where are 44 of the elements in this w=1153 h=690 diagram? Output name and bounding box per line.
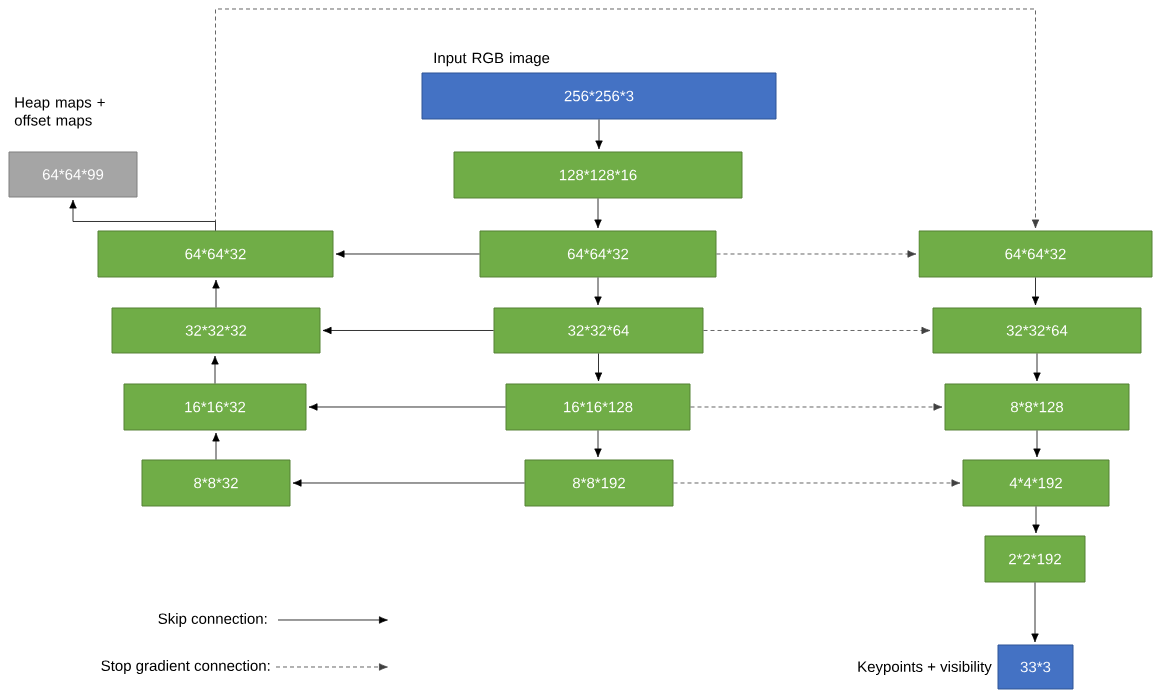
- output-label: Keypoints + visibility: [858, 661, 992, 675]
- arrow: [211, 355, 219, 384]
- layer-box: 32*32*32: [111, 307, 321, 354]
- layer-box: 16*16*32: [123, 383, 307, 431]
- legend-label: Stop gradient connection:: [101, 660, 270, 674]
- arrow: [595, 119, 603, 150]
- legend-label: Skip connection:: [158, 613, 267, 627]
- arrow: [1031, 277, 1040, 306]
- layer-box: 32*32*64: [932, 307, 1142, 354]
- layer-box: 16*16*128: [505, 383, 691, 431]
- layer-box: 32*32*64: [493, 307, 704, 354]
- arrow: [1033, 353, 1041, 382]
- arrow: [308, 403, 506, 411]
- layer-box: 33*3: [997, 644, 1074, 690]
- arrow: [594, 353, 603, 382]
- arrow: [1033, 430, 1041, 458]
- arrow: [212, 279, 220, 308]
- arrow: [1031, 582, 1039, 643]
- layer-box: 128*128*16: [453, 151, 743, 199]
- arrow: [716, 250, 917, 258]
- arrow: [335, 250, 480, 258]
- layer-box: 64*64*32: [97, 230, 334, 278]
- layer-box: 8*8*192: [524, 459, 674, 507]
- arrow: [212, 432, 220, 460]
- arrow: [594, 430, 602, 458]
- arrow: [594, 198, 602, 229]
- layer-box: 64*64*32: [918, 230, 1153, 278]
- heading-label: Heap maps + offset maps: [14, 97, 105, 129]
- layer-box: 8*8*128: [944, 383, 1130, 431]
- arrow: [322, 326, 494, 335]
- layer-box: 8*8*32: [141, 459, 291, 507]
- layer-box: 64*64*32: [479, 230, 717, 278]
- arrow: [594, 277, 602, 306]
- arrow: [703, 326, 931, 335]
- layer-box: 256*256*3: [421, 72, 777, 120]
- arrow: [673, 479, 961, 487]
- layer-box: 4*4*192: [962, 459, 1110, 507]
- arrow: [690, 403, 943, 411]
- arrow: [215, 8, 1040, 231]
- arrow: [292, 479, 525, 487]
- layer-box: 2*2*192: [984, 535, 1086, 583]
- heading-label: Input RGB image: [434, 52, 550, 67]
- layer-box: 64*64*99: [8, 151, 138, 198]
- arrow: [1032, 506, 1040, 534]
